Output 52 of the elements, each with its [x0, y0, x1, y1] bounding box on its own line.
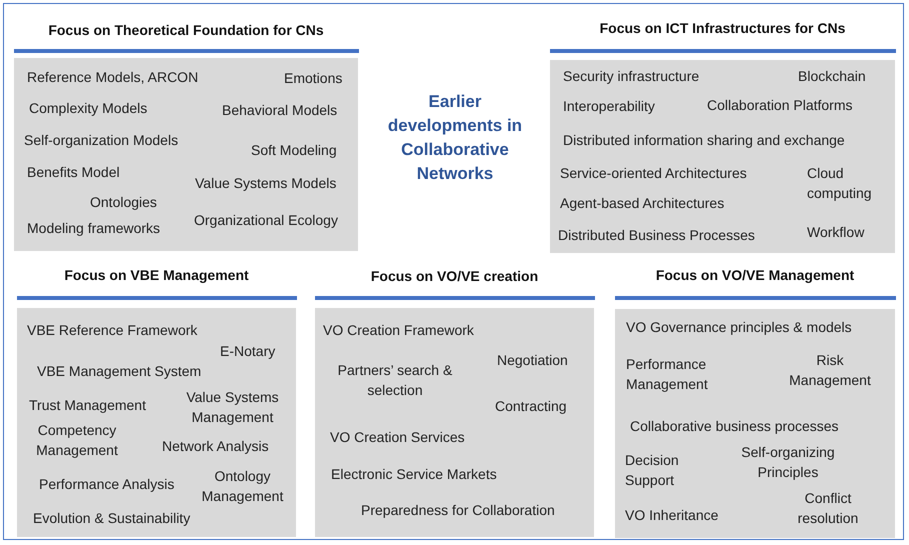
topic-label: Self-organizing Principles: [740, 443, 836, 482]
topic-label: Security infrastructure: [563, 67, 700, 86]
topic-label: Modeling frameworks: [27, 219, 160, 238]
topic-label: Soft Modeling: [251, 141, 337, 160]
topic-label: Interoperability: [563, 97, 655, 116]
topic-label: Electronic Service Markets: [331, 465, 497, 484]
panel-heading: Focus on ICT Infrastructures for CNs: [598, 20, 846, 36]
topic-label: Blockchain: [798, 67, 866, 86]
topic-label: Trust Management: [29, 396, 146, 415]
topic-label: E-Notary: [220, 342, 276, 361]
topic-label: Network Analysis: [162, 437, 269, 456]
panel-heading: Focus on VO/VE Management: [654, 267, 856, 283]
topic-label: Cloud computing: [807, 164, 873, 203]
topic-label: Self-organization Models: [24, 131, 178, 150]
topic-label: Complexity Models: [29, 99, 148, 118]
center-title: Earlier developments in Collaborative Networks: [386, 91, 524, 185]
topic-label: Distributed information sharing and exchange: [563, 131, 845, 150]
topic-label: VBE Reference Framework: [27, 321, 198, 340]
topic-label: Service-oriented Architectures: [560, 164, 747, 183]
topic-label: Negotiation: [497, 351, 568, 370]
topic-label: VO Governance principles & models: [626, 318, 852, 337]
topic-label: Reference Models, ARCON: [27, 68, 198, 87]
topic-label: Agent-based Architectures: [560, 194, 724, 213]
topic-label: Distributed Business Processes: [558, 226, 755, 245]
topic-label: VO Creation Framework: [323, 321, 474, 340]
topic-label: Workflow: [807, 223, 864, 242]
topic-label: Performance Management: [626, 355, 709, 394]
topic-label: VBE Management System: [37, 362, 202, 381]
topic-label: Contracting: [495, 397, 567, 416]
topic-label: Risk Management: [788, 351, 872, 390]
topic-label: Organizational Ecology: [194, 211, 338, 230]
topic-label: Decision Support: [625, 451, 680, 490]
topic-label: Partners’ search & selection: [336, 361, 454, 400]
topic-label: Conflict resolution: [796, 489, 860, 528]
panel-heading: Focus on VBE Management: [63, 267, 250, 283]
topic-label: Preparedness for Collaboration: [361, 501, 555, 520]
topic-label: Benefits Model: [27, 163, 120, 182]
topic-label: Collaborative business processes: [630, 417, 839, 436]
topic-label: VO Inheritance: [625, 506, 718, 525]
topic-label: Emotions: [284, 69, 342, 88]
topic-label: Ontology Management: [200, 467, 284, 506]
topic-label: Behavioral Models: [222, 101, 338, 120]
topic-label: Competency Management: [35, 421, 119, 460]
topic-label: Performance Analysis: [39, 475, 174, 494]
topic-label: Value Systems Models: [195, 174, 336, 193]
topic-label: Collaboration Platforms: [707, 96, 853, 115]
topic-label: VO Creation Services: [330, 428, 465, 447]
panel-heading: Focus on Theoretical Foundation for CNs: [47, 22, 325, 38]
topic-label: Evolution & Sustainability: [33, 509, 190, 528]
panel-heading: Focus on VO/VE creation: [370, 268, 540, 284]
topic-label: Ontologies: [90, 193, 157, 212]
topic-label: Value Systems Management: [185, 388, 280, 427]
